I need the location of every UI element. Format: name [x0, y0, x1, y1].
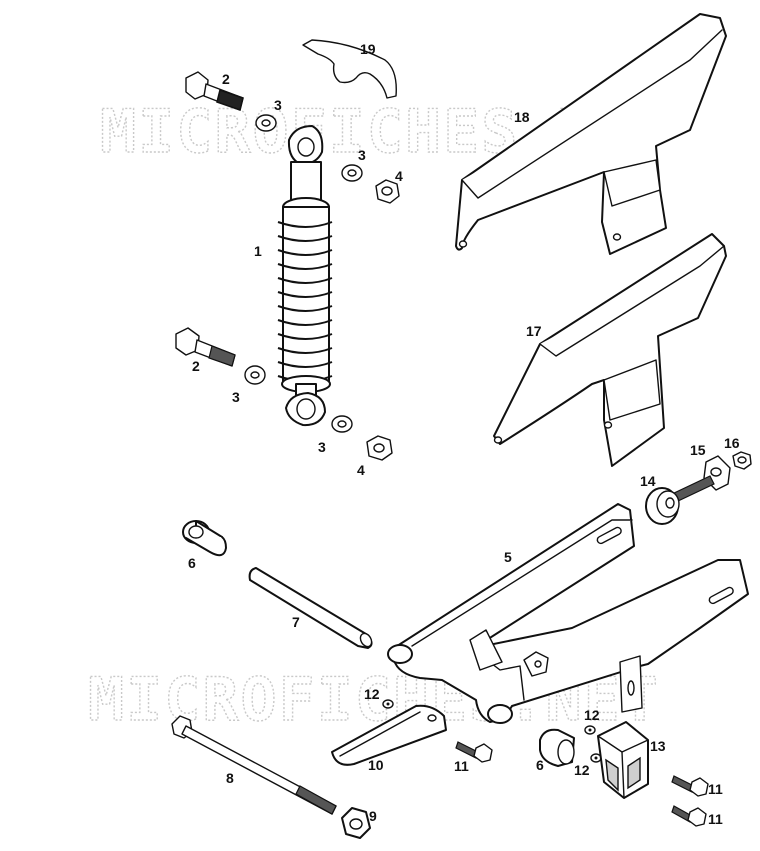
callout-3-a: 3 [274, 97, 282, 113]
callout-1: 1 [254, 243, 262, 259]
callout-3-d: 3 [318, 439, 326, 455]
nut-lower [366, 435, 393, 461]
callout-13: 13 [650, 738, 666, 754]
pivot-tube [248, 567, 373, 649]
callout-8: 8 [226, 770, 234, 786]
callout-11-right-b: 11 [708, 811, 723, 827]
callout-16: 16 [724, 435, 740, 451]
screw-right-a [671, 775, 709, 797]
chain-guide [597, 721, 649, 799]
pivot-nut [341, 807, 371, 839]
callout-4-upper: 4 [395, 168, 403, 184]
swingarm [387, 503, 749, 724]
clip-nut-left [382, 699, 394, 709]
callout-5: 5 [504, 549, 512, 565]
clip-nut-right-a [584, 725, 596, 735]
bolt-lower [175, 327, 236, 367]
chain-guard-lower [493, 233, 727, 467]
bushing-right [539, 728, 575, 767]
washer-lower-b [331, 415, 353, 433]
screw-lower [455, 741, 493, 763]
callout-3-c: 3 [232, 389, 240, 405]
nut-upper [375, 179, 400, 204]
callout-12-right-b: 12 [574, 762, 590, 778]
washer-upper-b [341, 164, 363, 182]
callout-3-b: 3 [358, 147, 366, 163]
callout-4-lower: 4 [357, 462, 365, 478]
bushing-left [182, 520, 227, 557]
callout-14: 14 [640, 473, 656, 489]
callout-17: 17 [526, 323, 542, 339]
callout-6-right: 6 [536, 757, 544, 773]
adjuster-nut [732, 451, 752, 470]
callout-10: 10 [368, 757, 384, 773]
washer-upper-a [255, 114, 277, 132]
callout-12-left: 12 [364, 686, 380, 702]
callout-7: 7 [292, 614, 300, 630]
callout-19: 19 [360, 41, 376, 57]
callout-11-right-a: 11 [708, 781, 723, 797]
hook-wrench [302, 39, 397, 99]
callout-12-right-a: 12 [584, 707, 600, 723]
chain-adjuster-bolt [645, 475, 715, 525]
callout-18: 18 [514, 109, 530, 125]
callout-2-lower: 2 [192, 358, 200, 374]
screw-right-b [671, 805, 707, 827]
shock-absorber [277, 125, 333, 427]
callout-2-upper: 2 [222, 71, 230, 87]
pivot-bolt [171, 715, 337, 815]
callout-6-left: 6 [188, 555, 196, 571]
callout-9: 9 [369, 808, 377, 824]
chain-guard-upper [455, 13, 727, 255]
callout-labels: 1 2 2 3 3 3 3 4 4 5 6 6 7 8 9 10 11 11 1… [188, 41, 740, 827]
bolt-upper [185, 71, 244, 111]
washer-lower-a [244, 365, 266, 385]
chain-slider [331, 704, 447, 766]
callout-11-lower: 11 [454, 758, 469, 774]
callout-15: 15 [690, 442, 706, 458]
